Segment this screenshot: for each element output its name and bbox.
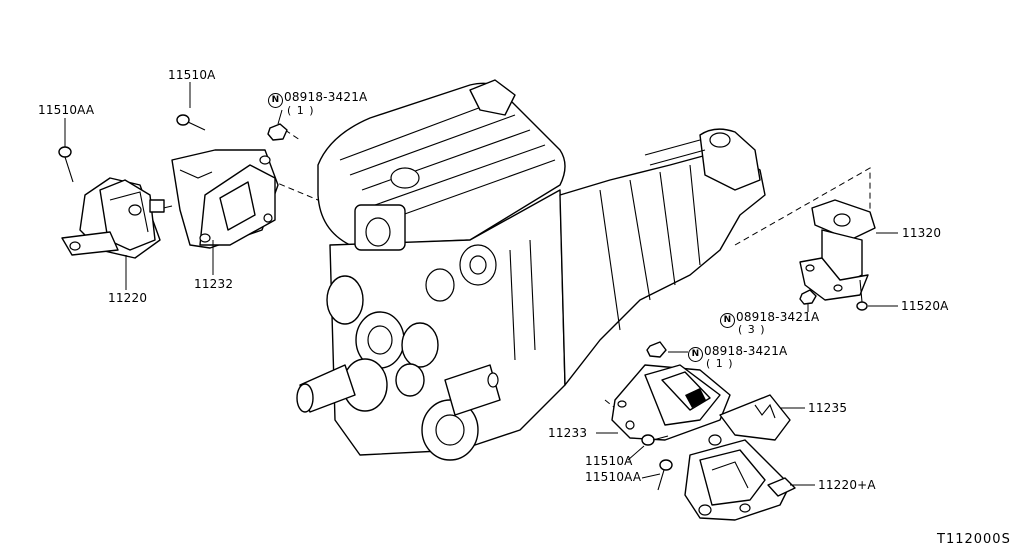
callout-08918-low-qty: ( 1 ) [706, 357, 734, 370]
figure-code: T112000S [937, 532, 1011, 547]
nut-marker-icon: N [268, 93, 283, 108]
callout-08918-mid-qty: ( 3 ) [738, 323, 766, 336]
callout-11510a-top: 11510A [168, 68, 216, 82]
callout-08918-top-part: 08918-3421A [284, 90, 368, 104]
leader-lines [64, 82, 898, 486]
callout-08918-mid-part: 08918-3421A [736, 310, 820, 324]
mount-bracket-icon [171, 149, 279, 249]
nut-marker-icon: N [688, 347, 703, 362]
callout-11232: 11232 [194, 277, 234, 291]
callout-11520a: 11520A [901, 299, 949, 313]
nut-icon [267, 123, 817, 358]
nut-marker-icon: N [720, 313, 735, 328]
transmission-icon [559, 128, 766, 386]
engine-mount-insulator-icon [61, 177, 173, 259]
callout-11220a: 11220+A [818, 478, 876, 492]
engine-block-icon [296, 79, 566, 461]
callout-11220: 11220 [108, 291, 148, 305]
callout-11510a-low: 11510A [585, 454, 633, 468]
engine-mount-insulator-icon [799, 199, 876, 301]
callout-11320: 11320 [902, 226, 942, 240]
bolt-icon [58, 114, 868, 491]
engine-mount-insulator-icon [684, 434, 796, 521]
callout-08918-low-part: 08918-3421A [704, 344, 788, 358]
callout-11510aa-low: 11510AA [585, 470, 642, 484]
callout-08918-top-qty: ( 1 ) [287, 104, 315, 117]
callout-11510aa-top: 11510AA [38, 103, 95, 117]
callout-11235: 11235 [808, 401, 848, 415]
mount-bracket-icon [719, 394, 791, 441]
callout-11233: 11233 [548, 426, 588, 440]
mount-bracket-icon [611, 364, 731, 441]
